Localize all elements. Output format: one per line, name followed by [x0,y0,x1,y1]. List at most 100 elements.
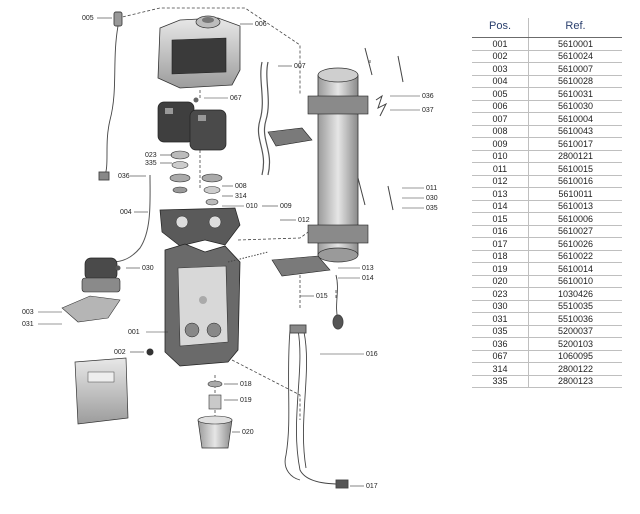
callout-019: 019 [240,397,252,404]
callout-013: 013 [362,265,374,272]
callout-015: 015 [316,293,328,300]
cell-pos: 036 [472,337,529,351]
callout-067: 067 [230,95,242,102]
cell-pos: 016 [472,225,529,238]
cell-pos: 005 [472,87,529,101]
cell-pos: 031 [472,312,529,326]
callout-010: 010 [246,203,258,210]
cell-pos: 013 [472,187,529,201]
cell-ref: 2800122 [528,362,622,376]
callout-003: 003 [22,309,34,316]
cell-ref: 1030426 [528,287,622,301]
callout-006: 006 [255,21,267,28]
callout-012: 012 [298,217,310,224]
cell-ref: 5610027 [528,225,622,238]
callout-037: 037 [422,107,434,114]
cell-ref: 5610024 [528,50,622,63]
cell-ref: 5510035 [528,300,622,313]
cell-pos: 020 [472,275,529,288]
callout-023: 023 [145,152,157,159]
cell-pos: 014 [472,200,529,213]
callout-004: 004 [120,209,132,216]
cell-ref: 1060095 [528,350,622,363]
cell-ref: 5610017 [528,137,622,151]
cell-pos: 009 [472,137,529,151]
callout-005: 005 [82,15,94,22]
callout-031: 031 [22,321,34,328]
part-screws [227,47,404,263]
cell-ref: 5610010 [528,275,622,288]
cell-ref: 5610028 [528,75,622,88]
callout-030-left: 030 [142,265,154,272]
callout-035: 035 [426,205,438,212]
cell-ref: 5610007 [528,62,622,76]
cell-ref: 5610030 [528,100,622,113]
cell-ref: 5510036 [528,312,622,326]
cell-ref: 2800123 [528,375,622,388]
callout-008: 008 [235,183,247,190]
cell-pos: 030 [472,300,529,313]
callout-036-left: 036 [118,173,130,180]
cell-pos: 008 [472,125,529,138]
cell-ref: 5610016 [528,175,622,188]
cell-pos: 023 [472,287,529,301]
cell-pos: 004 [472,75,529,88]
callout-036-right: 036 [422,93,434,100]
cell-pos: 017 [472,237,529,251]
cell-ref: 5610026 [528,237,622,251]
cell-pos: 003 [472,62,529,76]
cell-pos: 314 [472,362,529,376]
callout-001: 001 [128,329,140,336]
column-header-ref: Ref. [528,18,622,38]
cell-ref: 5610015 [528,162,622,176]
callout-007: 007 [294,63,306,70]
callout-018: 018 [240,381,252,388]
part-001-main-frame [164,243,241,367]
cell-ref: 5610043 [528,125,622,138]
cell-pos: 012 [472,175,529,188]
column-header-pos: Pos. [472,18,529,38]
cell-ref: 5610011 [528,187,622,201]
cell-pos: 007 [472,112,529,126]
part-004-tube [111,174,151,263]
cell-ref: 5610004 [528,112,622,126]
cell-pos: 011 [472,162,529,176]
cell-ref: 5200037 [528,325,622,338]
part-bypass-valve [61,257,121,323]
part-column-brackets [267,127,331,277]
callout-009: 009 [280,203,292,210]
part-005-sensor-cable [98,11,123,181]
cell-ref: 5200103 [528,337,622,351]
part-control-panel [74,357,129,425]
cell-ref: 5610006 [528,212,622,226]
part-resin-column [307,67,369,263]
part-bottom-fittings [197,380,233,449]
cell-ref: 5610014 [528,262,622,276]
part-007-hose [258,61,270,176]
cell-pos: 015 [472,212,529,226]
cell-ref: 5610031 [528,87,622,101]
callout-leaders [38,17,424,487]
callout-002: 002 [114,349,126,356]
callout-017: 017 [366,483,378,490]
callout-030-right: 030 [426,195,438,202]
